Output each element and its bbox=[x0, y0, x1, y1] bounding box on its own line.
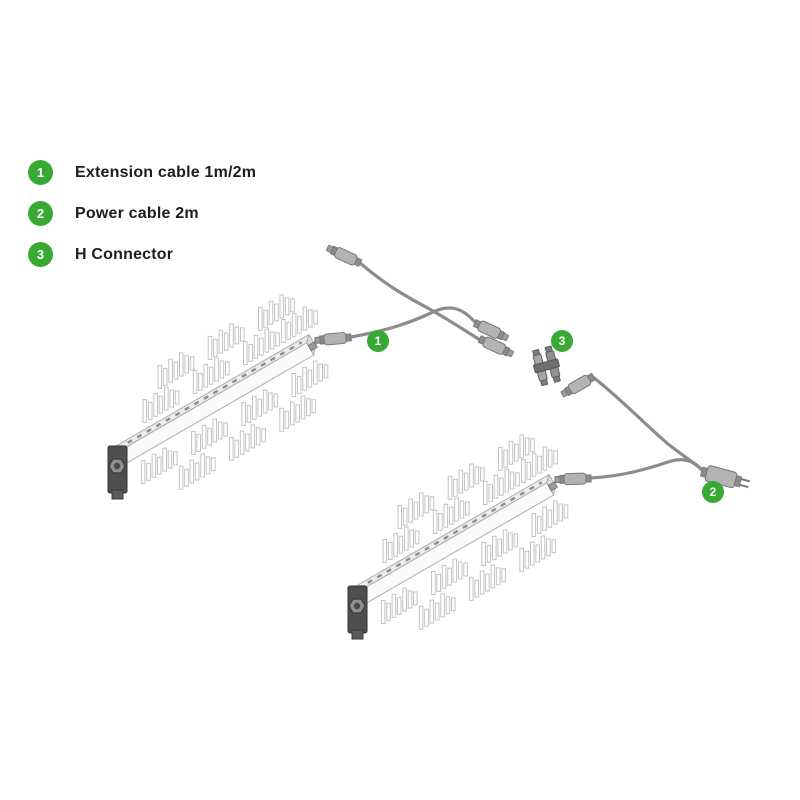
legend-label-extension-cable: Extension cable 1m/2m bbox=[75, 163, 257, 181]
callout-badge-extension-cable: 1 bbox=[367, 330, 389, 352]
legend-item-extension-cable: 1 Extension cable 1m/2m bbox=[28, 160, 256, 185]
mounting-bracket-2 bbox=[347, 585, 368, 640]
power-cable-illustration bbox=[554, 371, 751, 489]
extension-cable-illustration bbox=[314, 242, 516, 360]
extension-cable-wire-1 bbox=[358, 261, 482, 342]
heatsink-fins-2 bbox=[380, 434, 569, 630]
heatsink-fins-1 bbox=[140, 294, 329, 490]
cable-connector bbox=[314, 331, 352, 347]
legend-badge-1: 1 bbox=[28, 160, 53, 185]
power-cable-wire-1 bbox=[591, 375, 704, 472]
cable-connector bbox=[554, 472, 592, 486]
led-bar-1 bbox=[107, 294, 329, 500]
legend: 1 Extension cable 1m/2m 2 Power cable 2m… bbox=[28, 160, 256, 267]
power-plug bbox=[699, 465, 751, 489]
legend-item-power-cable: 2 Power cable 2m bbox=[28, 201, 256, 226]
legend-badge-3: 3 bbox=[28, 242, 53, 267]
mounting-bracket-1 bbox=[107, 445, 128, 500]
callout-badge-h-connector: 3 bbox=[551, 330, 573, 352]
callout-badge-power-cable: 2 bbox=[702, 481, 724, 503]
h-connector-illustration bbox=[532, 345, 561, 387]
led-bar-2 bbox=[347, 434, 569, 640]
power-cable-wire-2 bbox=[589, 458, 704, 480]
cable-connector bbox=[324, 242, 364, 269]
legend-item-h-connector: 3 H Connector bbox=[28, 242, 256, 267]
cable-connector bbox=[559, 371, 597, 400]
legend-label-h-connector: H Connector bbox=[75, 245, 174, 263]
legend-badge-2: 2 bbox=[28, 201, 53, 226]
legend-label-power-cable: Power cable 2m bbox=[75, 204, 199, 222]
